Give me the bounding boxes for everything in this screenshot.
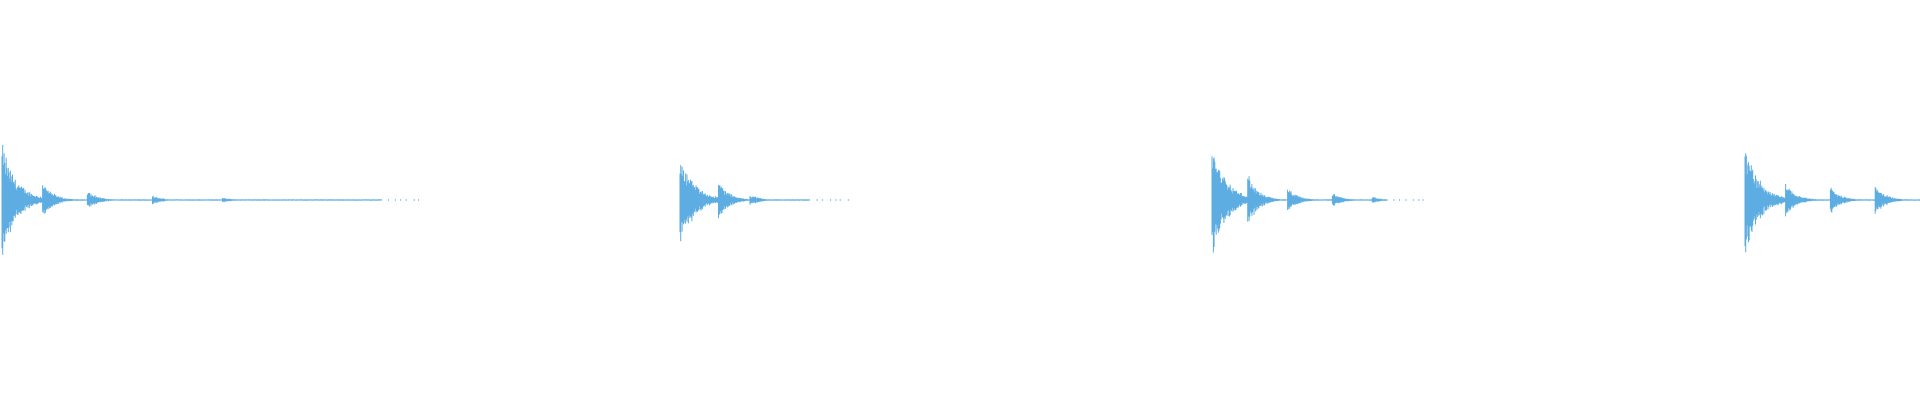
waveform-hit-2 [679, 165, 849, 242]
waveform-layer [1, 145, 1920, 255]
waveform-hit-path [679, 165, 849, 242]
waveform-hit-path [1211, 156, 1424, 253]
waveform-hit-3 [1211, 156, 1424, 253]
waveform-hit-path [1744, 153, 1920, 253]
waveform-hit-1 [1, 145, 420, 255]
waveform-hit-4 [1744, 153, 1920, 253]
